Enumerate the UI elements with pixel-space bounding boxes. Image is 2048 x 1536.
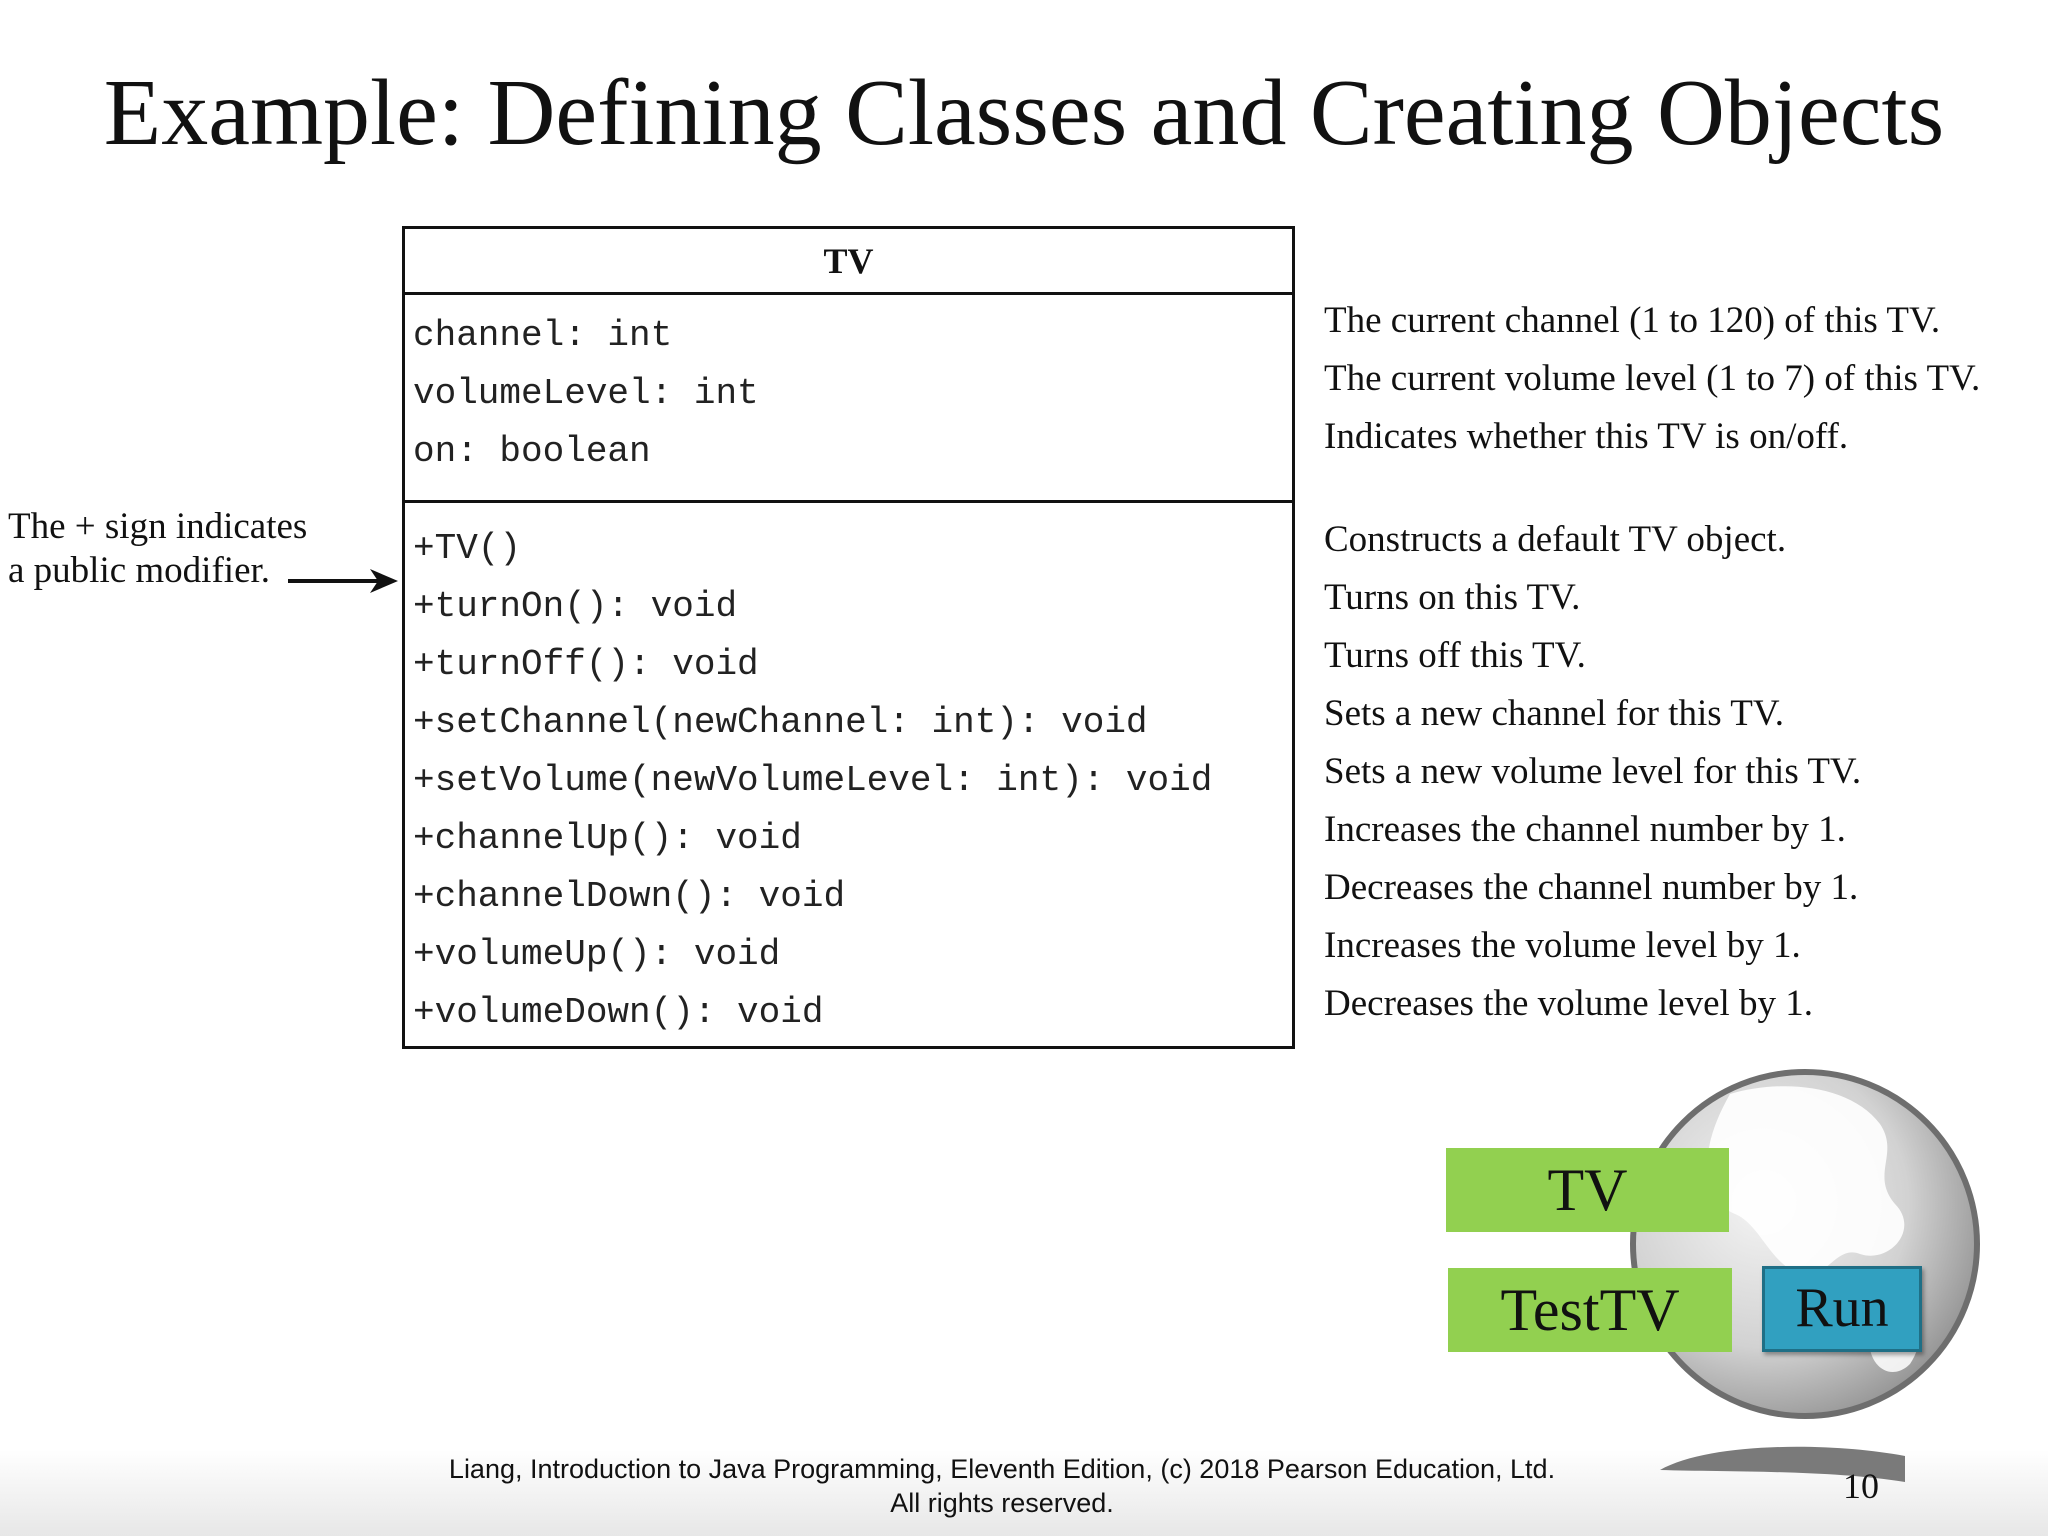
uml-method: +volumeUp(): void [413, 934, 781, 975]
method-description: Turns off this TV. [1324, 635, 1586, 676]
footer-line: Liang, Introduction to Java Programming,… [448, 1454, 1556, 1484]
uml-attributes-section: channel: int volumeLevel: int on: boolea… [405, 295, 1292, 503]
method-descriptions: Constructs a default TV object. Turns on… [1324, 511, 1861, 1033]
method-description: Sets a new channel for this TV. [1324, 693, 1785, 734]
footer-line: All rights reserved. [890, 1488, 1114, 1518]
uml-attribute: volumeLevel: int [413, 373, 759, 414]
footer-credit: Liang, Introduction to Java Programming,… [0, 1452, 2004, 1520]
uml-methods-section: +TV() +turnOn(): void +turnOff(): void +… [405, 503, 1292, 1042]
run-button[interactable]: Run [1762, 1266, 1922, 1352]
slide-title: Example: Defining Classes and Creating O… [103, 61, 1945, 165]
uml-method: +channelDown(): void [413, 876, 846, 917]
method-description: Decreases the volume level by 1. [1324, 983, 1814, 1024]
method-description: Constructs a default TV object. [1324, 519, 1787, 560]
uml-attribute: channel: int [413, 315, 673, 356]
tv-button[interactable]: TV [1446, 1148, 1729, 1232]
method-description: Increases the volume level by 1. [1324, 925, 1801, 966]
method-description: Increases the channel number by 1. [1324, 809, 1846, 850]
footer-swoosh-icon [1660, 1446, 1905, 1482]
uml-method: +turnOff(): void [413, 644, 759, 685]
uml-method: +setVolume(newVolumeLevel: int): void [413, 760, 1213, 801]
attribute-description: The current channel (1 to 120) of this T… [1324, 300, 1941, 341]
uml-method: +volumeDown(): void [413, 992, 824, 1033]
uml-method: +channelUp(): void [413, 818, 802, 859]
uml-method: +turnOn(): void [413, 586, 738, 627]
globe-icon [1630, 1069, 1980, 1419]
method-description: Decreases the channel number by 1. [1324, 867, 1859, 908]
uml-class-name: TV [405, 229, 1292, 295]
testtv-button[interactable]: TestTV [1448, 1268, 1732, 1352]
uml-class-diagram: TV channel: int volumeLevel: int on: boo… [402, 226, 1295, 1049]
uml-attribute: on: boolean [413, 431, 651, 472]
uml-method: +setChannel(newChannel: int): void [413, 702, 1148, 743]
page-number: 10 [1843, 1466, 1879, 1506]
note-line: The + sign indicates [8, 506, 308, 547]
public-modifier-note: The + sign indicates a public modifier. [8, 505, 307, 593]
method-description: Sets a new volume level for this TV. [1324, 751, 1862, 792]
arrow-icon [288, 569, 398, 593]
method-description: Turns on this TV. [1324, 577, 1581, 618]
attribute-description: Indicates whether this TV is on/off. [1324, 416, 1849, 457]
attribute-descriptions: The current channel (1 to 120) of this T… [1324, 292, 1980, 466]
note-line: a public modifier. [8, 550, 271, 591]
uml-method: +TV() [413, 528, 522, 569]
attribute-description: The current volume level (1 to 7) of thi… [1324, 358, 1981, 399]
